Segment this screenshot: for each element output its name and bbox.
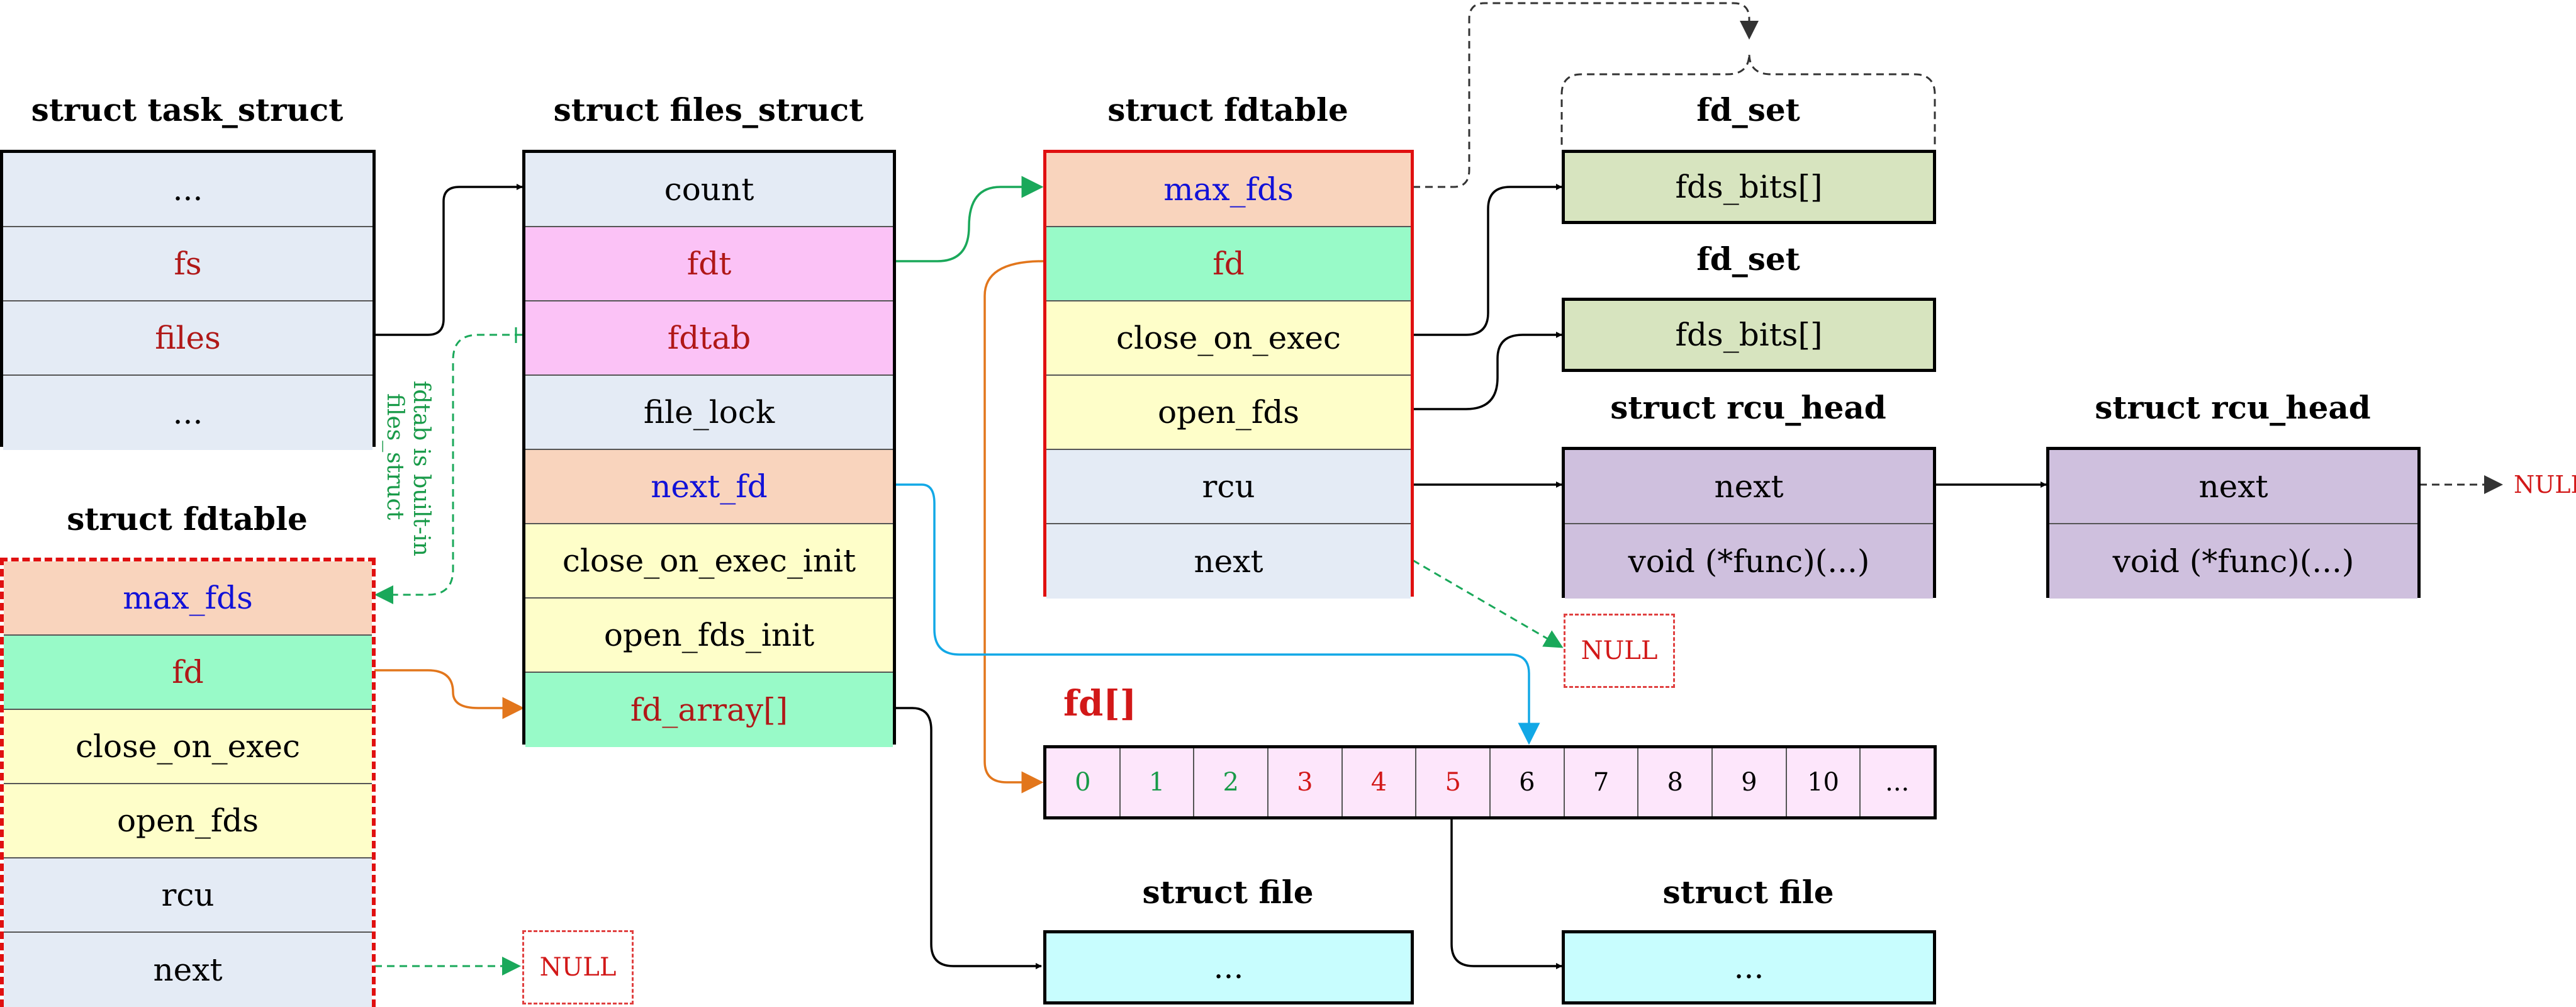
files-struct-count: count [525,153,893,227]
embedded-fdtable-rcu: rcu [4,858,372,933]
rcu-head-2-title: struct rcu_head [2095,389,2371,426]
fd-slot-5: 5 [1416,748,1491,816]
rcu-head-1-box: next void (*func)(...) [1562,447,1936,599]
rcu-head-1-func: void (*func)(...) [1565,524,1933,599]
file-1-box: ... [1043,930,1414,1004]
fd-set-2-bits: fds_bits[] [1565,301,1933,369]
fdtab-note-line1: fdtab is built-in [408,381,434,556]
fd-slot-more: ... [1885,768,1910,797]
fdtable-fd: fd [1046,227,1411,301]
embedded-next-null: NULL [522,930,634,1004]
fd-slot-8: 8 [1638,748,1713,816]
files-struct-fdt: fdt [525,227,893,301]
fd-slot-0: 0 [1046,748,1121,816]
arrow-fdt-to-fdtable [895,176,1044,262]
file-2-field: ... [1565,933,1933,1001]
task-struct-box: ... fs files ... [0,150,376,450]
embedded-fdtable-next: next [4,933,372,1007]
file-1-field: ... [1046,933,1411,1001]
fd-slot-4: 4 [1343,748,1417,816]
fd-slot-7: 7 [1565,748,1639,816]
fd-slot-2: 2 [1194,748,1269,816]
embedded-fdtable-fd: fd [4,636,372,710]
files-struct-close-on-exec-init: close_on_exec_init [525,524,893,599]
fd-slot-10: 10 [1787,748,1861,816]
arrow-slot-5-to-file-2 [1450,819,1562,969]
arrow-files-to-files-struct [374,184,523,336]
task-struct-field-3: ... [3,376,372,450]
embedded-fdtable-open-fds: open_fds [4,784,372,858]
fd-slot-3: 3 [1268,748,1343,816]
fd-set-1-bits: fds_bits[] [1565,153,1933,221]
task-struct-field-files: files [3,301,372,376]
files-struct-box: count fdt fdtab file_lock next_fd close_… [522,150,896,747]
files-struct-fdtab: fdtab [525,301,893,376]
fdtable-next-null: NULL [1564,614,1675,688]
arrow-embedded-fd-to-fd-array [374,669,525,719]
files-struct-fd-array: fd_array[] [525,673,893,747]
files-struct-title: struct files_struct [553,91,864,128]
fdtable-box: max_fds fd close_on_exec open_fds rcu ne… [1043,150,1414,599]
rcu-head-2-next: next [2049,450,2417,524]
rcu-head-1-next: next [1565,450,1933,524]
rcu-head-2-func: void (*func)(...) [2049,524,2417,599]
fdtable-open-fds: open_fds [1046,376,1411,450]
files-struct-file-lock: file_lock [525,376,893,450]
task-struct-field-0: ... [3,153,372,227]
fd-slot-6: 6 [1491,748,1565,816]
task-struct-title: struct task_struct [31,91,344,128]
fdtable-next: next [1046,524,1411,599]
fd-set-1-box: fds_bits[] [1562,150,1936,224]
files-struct-open-fds-init: open_fds_init [525,599,893,673]
fdtable-rcu: rcu [1046,450,1411,524]
task-struct-field-fs: fs [3,227,372,301]
fd-set-1-title: fd_set [1696,91,1800,128]
fdtable-max-fds: max_fds [1046,153,1411,227]
fd-set-2-box: fds_bits[] [1562,298,1936,372]
fd-array-box: 0 1 2 3 4 5 6 7 8 9 10 ... [1043,745,1937,819]
arrow-fd-array-to-file-1 [895,707,1042,969]
file-2-title: struct file [1662,874,1834,911]
files-struct-next-fd: next_fd [525,450,893,524]
fd-array-title: fd[] [1063,683,1137,724]
file-1-title: struct file [1142,874,1314,911]
fdtable-title: struct fdtable [1107,91,1348,128]
rcu-head-2-box: next void (*func)(...) [2046,447,2421,599]
embedded-fdtable-title: struct fdtable [67,500,308,537]
file-2-box: ... [1562,930,1936,1004]
embedded-fdtable-max-fds: max_fds [4,561,372,636]
arrow-fdtable-fd-to-fd-array [983,260,1044,794]
embedded-fdtable-box: max_fds fd close_on_exec open_fds rcu ne… [0,558,376,1007]
fd-slot-1: 1 [1121,748,1195,816]
rcu-head-1-title: struct rcu_head [1610,389,1886,426]
arrow-fdtable-next-to-null [1412,559,1564,648]
embedded-fdtable-close-on-exec: close_on_exec [4,710,372,784]
fdtab-note-line2: files_struct [382,393,408,520]
fd-set-2-title: fd_set [1696,240,1800,278]
rcu-null-label: NULL [2514,471,2576,498]
fd-slot-9: 9 [1713,748,1787,816]
arrow-open-fds-to-fd-set [1413,332,1562,410]
fdtable-close-on-exec: close_on_exec [1046,301,1411,376]
arrow-close-on-exec-to-fd-set [1413,184,1562,336]
